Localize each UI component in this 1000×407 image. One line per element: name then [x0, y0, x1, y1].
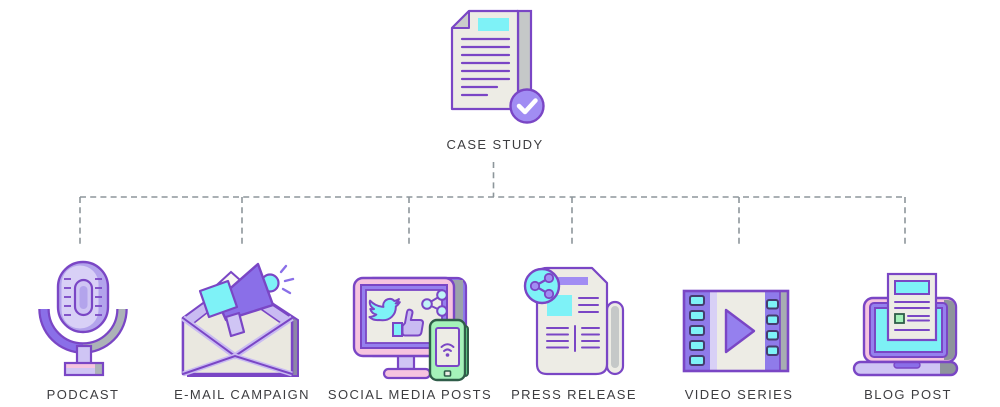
node-label: PODCAST	[46, 387, 120, 402]
node-label: SOCIAL MEDIA POSTS	[327, 387, 493, 402]
node-label: CASE STUDY	[446, 137, 544, 152]
share-icon	[421, 289, 448, 317]
wifi-icon	[440, 343, 455, 357]
node-email-campaign: E-MAIL CAMPAIGN	[171, 256, 313, 402]
email-envelope-megaphone-icon	[181, 262, 299, 377]
video-film-strip-icon	[682, 289, 790, 373]
node-label: VIDEO SERIES	[684, 387, 794, 402]
share-badge-icon	[523, 267, 561, 305]
node-case-study: CASE STUDY	[445, 8, 545, 152]
check-badge-icon	[509, 88, 545, 124]
node-podcast: PODCAST	[38, 259, 128, 402]
social-monitor-phone-icon	[352, 276, 469, 382]
case-study-document-check-icon	[450, 9, 545, 124]
podcast-microphone-icon	[38, 260, 128, 377]
node-social-media-posts: SOCIAL MEDIA POSTS	[328, 276, 491, 402]
node-label: PRESS RELEASE	[511, 387, 637, 402]
thumbs-up-icon	[392, 308, 424, 337]
node-video-series: VIDEO SERIES	[681, 288, 797, 402]
node-label: E-MAIL CAMPAIGN	[174, 387, 310, 402]
smartphone-icon	[428, 318, 469, 382]
blog-laptop-document-icon	[852, 272, 959, 377]
document-icon	[886, 272, 938, 342]
node-press-release: PRESS RELEASE	[511, 258, 636, 402]
press-newspaper-share-icon	[523, 266, 625, 376]
node-blog-post: BLOG POST	[850, 272, 966, 402]
bird-icon	[368, 297, 401, 322]
play-icon	[724, 308, 756, 354]
node-label: BLOG POST	[864, 387, 952, 402]
sound-waves-icon	[279, 264, 295, 295]
